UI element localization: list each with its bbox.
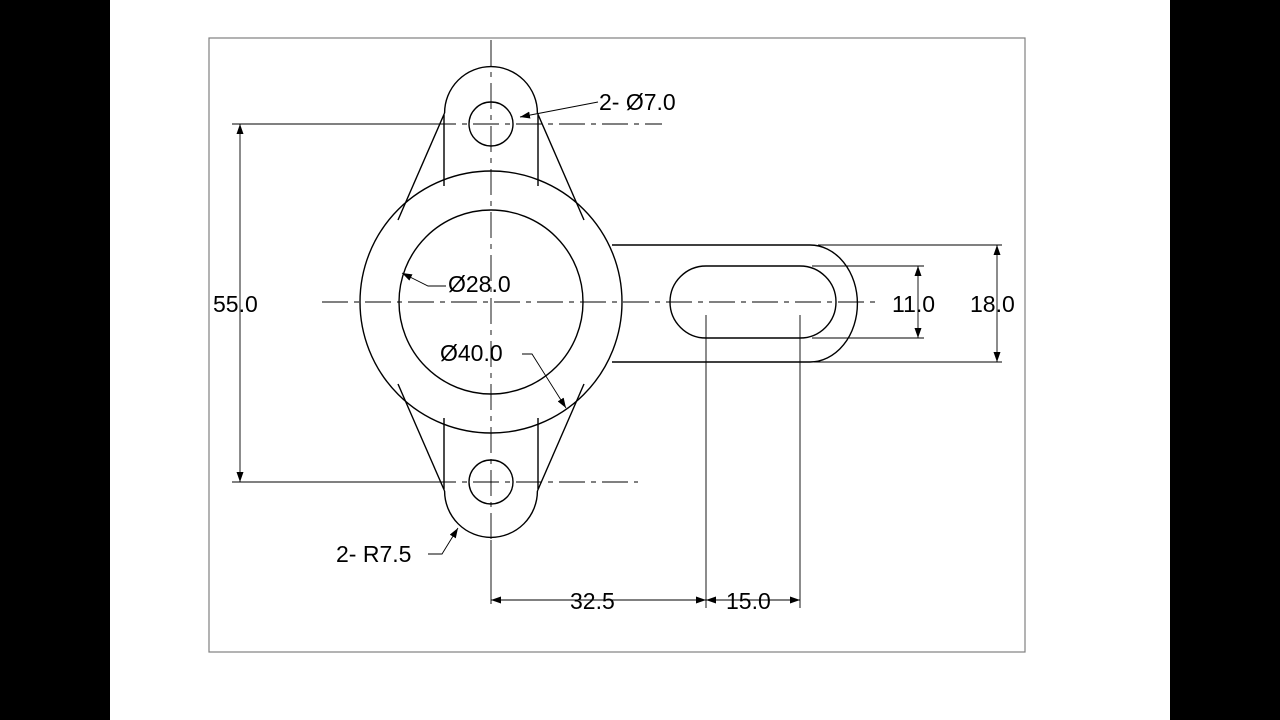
label-hole-dia: 2- Ø7.0 bbox=[599, 89, 676, 115]
label-arm-width: 18.0 bbox=[970, 291, 1015, 317]
dimension-labels: 2- Ø7.0 Ø28.0 Ø40.0 55.0 11.0 18.0 2- R7… bbox=[213, 89, 1015, 614]
label-hole-spacing: 55.0 bbox=[213, 291, 258, 317]
label-slot-width: 11.0 bbox=[892, 291, 935, 317]
label-lug-radius: 2- R7.5 bbox=[336, 541, 411, 567]
label-slot-offset: 32.5 bbox=[570, 588, 615, 614]
top-lug-arc bbox=[443, 65, 539, 114]
dimension-lines bbox=[232, 101, 1002, 608]
leader-boss-dia bbox=[522, 353, 567, 409]
center-lines bbox=[322, 40, 880, 540]
leader-lug-radius bbox=[428, 527, 459, 555]
leader-bore-dia bbox=[401, 272, 446, 287]
drawing-border bbox=[208, 37, 1026, 653]
leader-hole-dia bbox=[519, 101, 599, 119]
label-bore-dia: Ø28.0 bbox=[448, 271, 511, 297]
label-slot-length: 15.0 bbox=[726, 588, 771, 614]
arm-outline bbox=[612, 244, 859, 363]
label-boss-dia: Ø40.0 bbox=[440, 340, 503, 366]
